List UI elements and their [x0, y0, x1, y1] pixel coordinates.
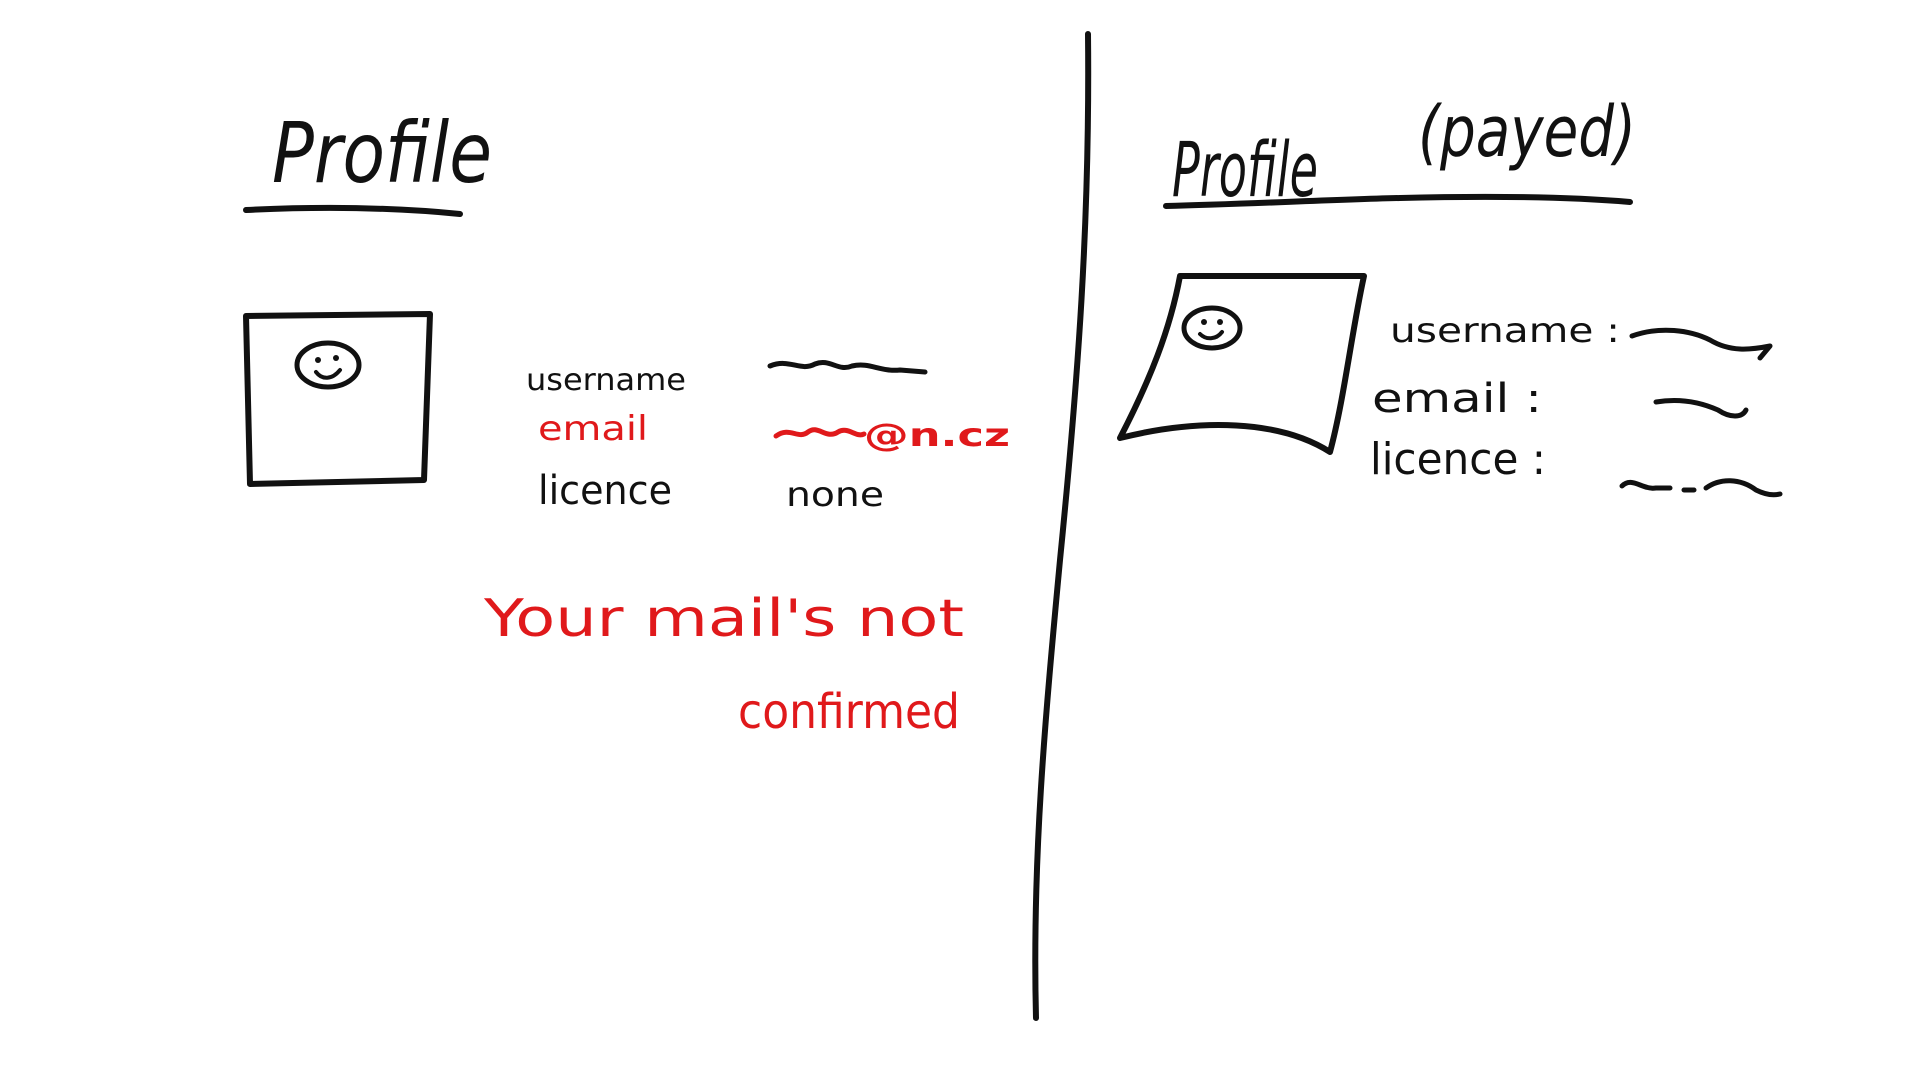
email-not-confirmed-warning: Your mail's not confirmed: [483, 589, 964, 740]
paid-username-value-scribble: [1629, 327, 1773, 361]
paid-email-value-scribble: [1653, 397, 1749, 419]
paid-email-label: email :: [1372, 376, 1542, 422]
free-email-label: email: [538, 409, 648, 449]
paid-profile-panel: Profile (payed) username : email : licen…: [1117, 91, 1783, 498]
free-licence-label: licence: [538, 468, 672, 514]
free-username-label: username: [526, 363, 686, 398]
warning-line-1: Your mail's not: [483, 589, 964, 649]
paid-licence-value-scribble: [1619, 478, 1783, 498]
free-profile-title-underline: [243, 204, 463, 217]
email-scribble-prefix: [773, 427, 867, 439]
paid-profile-avatar: [1117, 273, 1367, 455]
free-email-value-text: @n.cz: [864, 416, 1010, 454]
avatar-frame: [1117, 273, 1367, 455]
free-username-value-scribble: [767, 360, 928, 375]
free-profile-title: Profile: [272, 104, 492, 202]
column-divider: [1032, 31, 1092, 1021]
paid-badge: (payed): [1418, 91, 1636, 173]
paid-licence-label: licence :: [1370, 434, 1546, 485]
warning-line-2: confirmed: [738, 684, 960, 740]
free-profile-avatar: [243, 311, 433, 487]
avatar-frame: [243, 311, 433, 487]
free-profile-panel: Profile username email licence @n.cz non…: [243, 104, 1010, 740]
smiley-face-icon: [294, 340, 362, 390]
paid-username-label: username :: [1390, 311, 1620, 351]
paid-profile-title-underline: [1163, 193, 1633, 209]
free-licence-value: none: [786, 475, 884, 515]
smiley-face-icon: [1181, 305, 1243, 351]
free-email-value: @n.cz: [773, 416, 1010, 454]
